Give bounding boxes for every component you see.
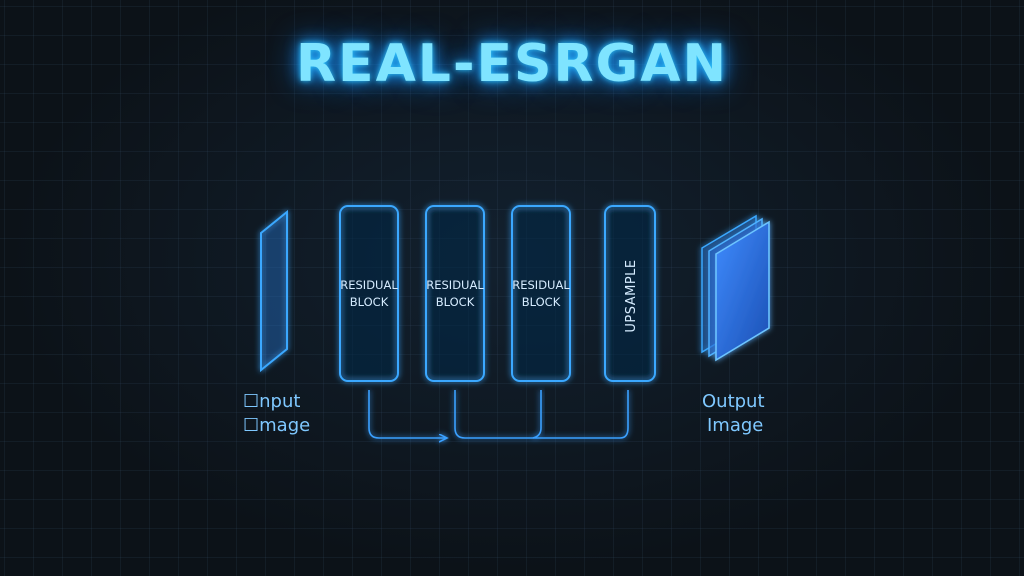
residual-block-2-label-line2: BLOCK (436, 295, 475, 309)
diagram-title: REAL-ESRGAN (296, 34, 728, 94)
residual-block-3 (511, 205, 571, 382)
upsample-label: UPSAMPLE (624, 259, 639, 332)
input-label-line2: ☐mage (243, 415, 310, 436)
residual-block-3-label-line1: RESIDUAL (512, 278, 570, 292)
residual-block-1-label-line2: BLOCK (350, 295, 389, 309)
residual-block-3-label-line2: BLOCK (522, 295, 561, 309)
input-label-line1: ☐nput (243, 391, 300, 412)
residual-block-2-label-line1: RESIDUAL (426, 278, 484, 292)
upsample-block (604, 205, 656, 382)
residual-block-2 (425, 205, 485, 382)
output-label-line1: Output (702, 391, 765, 412)
residual-block-1 (339, 205, 399, 382)
skip-connection-3 (532, 390, 542, 439)
output-label-line2: Image (707, 415, 763, 436)
skip-connection-2 (454, 390, 629, 439)
input-image-icon (260, 209, 288, 373)
residual-block-1-label-line1: RESIDUAL (340, 278, 398, 292)
skip-connection-1 (368, 390, 446, 438)
output-image-icon (701, 214, 770, 362)
